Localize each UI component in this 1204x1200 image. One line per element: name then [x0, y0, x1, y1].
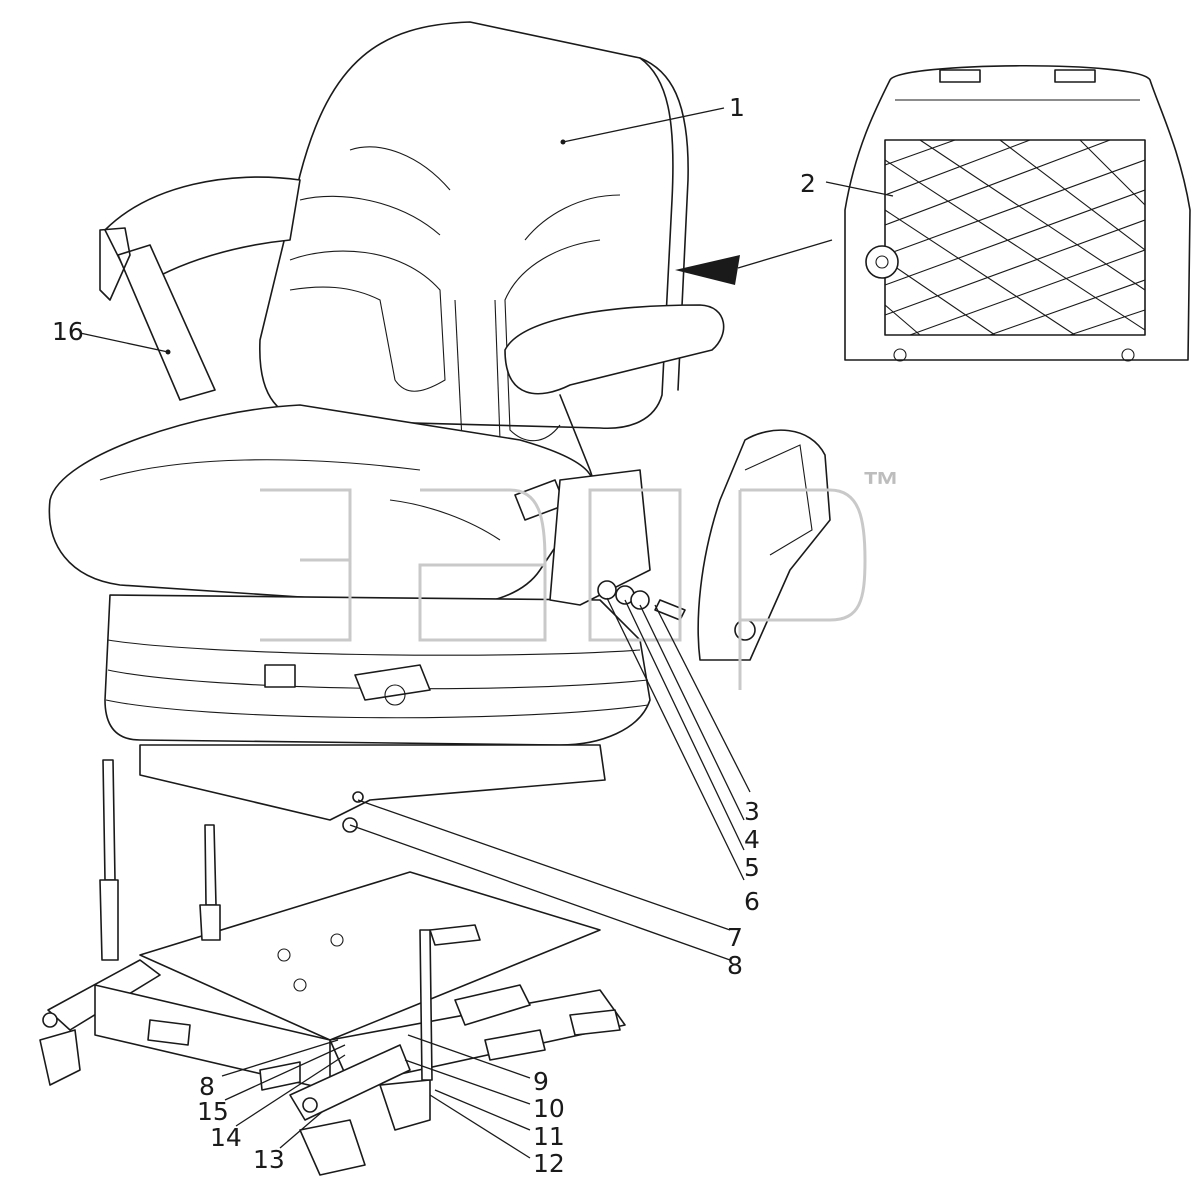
callout-label-5: 5 — [744, 853, 760, 882]
callout-label-10: 10 — [533, 1094, 565, 1123]
slide-mount-plate — [39, 871, 626, 1176]
callout-13: 13 — [253, 1111, 323, 1174]
seat-belt — [99, 176, 301, 401]
callout-label-9: 9 — [533, 1067, 549, 1096]
callout-7: 7 — [357, 799, 743, 952]
callout-label-8b: 8 — [199, 1072, 215, 1101]
callout-6: 6 — [606, 597, 760, 916]
seat-backrest — [259, 21, 689, 442]
callout-1: 1 — [560, 93, 745, 145]
callout-label-2: 2 — [800, 169, 816, 198]
seat-cushion — [48, 404, 595, 608]
rods — [99, 759, 481, 1081]
watermark-mark: ™ — [862, 465, 900, 507]
adjustment-knob — [865, 245, 899, 279]
callout-9: 9 — [407, 1034, 549, 1096]
watermark: ™ — [260, 465, 900, 690]
callout-label-12: 12 — [533, 1149, 565, 1178]
callouts: 1 2 3 4 5 6 7 8 — [52, 93, 894, 1178]
callout-label-8a: 8 — [727, 951, 743, 980]
callout-label-1: 1 — [729, 93, 745, 122]
callout-16: 16 — [52, 317, 171, 355]
callout-label-6: 6 — [744, 887, 760, 916]
callout-5: 5 — [624, 599, 760, 882]
callout-label-11: 11 — [533, 1122, 565, 1151]
callout-label-4: 4 — [744, 825, 760, 854]
callout-8-lower: 8 — [199, 1039, 339, 1101]
callout-14: 14 — [210, 1054, 346, 1152]
callout-label-3: 3 — [744, 797, 760, 826]
callout-4: 4 — [639, 604, 760, 854]
callout-label-15: 15 — [197, 1097, 229, 1126]
callout-8-upper: 8 — [349, 824, 743, 980]
callout-10: 10 — [404, 1059, 565, 1123]
release-lever — [289, 1044, 411, 1121]
callout-label-14: 14 — [210, 1123, 242, 1152]
callout-label-16: 16 — [52, 317, 84, 346]
view-arrow — [675, 239, 833, 285]
side-cover — [697, 429, 831, 661]
callout-label-7: 7 — [727, 923, 743, 952]
rear-view-inset — [844, 64, 1191, 362]
callout-11: 11 — [434, 1089, 565, 1151]
seat-suspension — [104, 594, 651, 833]
callout-15: 15 — [197, 1044, 346, 1126]
callout-2: 2 — [800, 169, 894, 198]
side-bracket — [549, 469, 686, 621]
callout-12: 12 — [429, 1094, 565, 1178]
callout-label-13: 13 — [253, 1145, 285, 1174]
callout-3: 3 — [654, 604, 760, 826]
